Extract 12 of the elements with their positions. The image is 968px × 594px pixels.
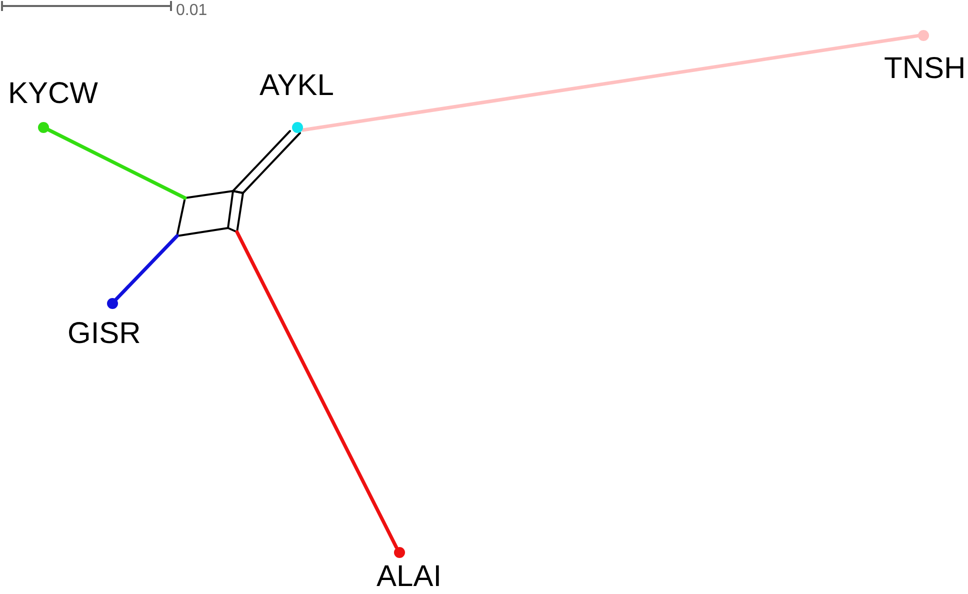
branch-line [46,128,187,200]
split-network-drawing [176,190,244,237]
scale-label: 0.01 [176,2,208,20]
branch-line [301,34,920,132]
branch-line [235,230,398,549]
taxon-label: KYCW [8,79,98,109]
taxon-label: GISR [68,319,141,349]
branch-line [114,234,179,302]
branch-line [232,130,301,194]
taxon-label: AYKL [260,71,334,101]
taxon-label: TNSH [884,54,966,84]
taxon-label: ALAI [376,562,442,592]
